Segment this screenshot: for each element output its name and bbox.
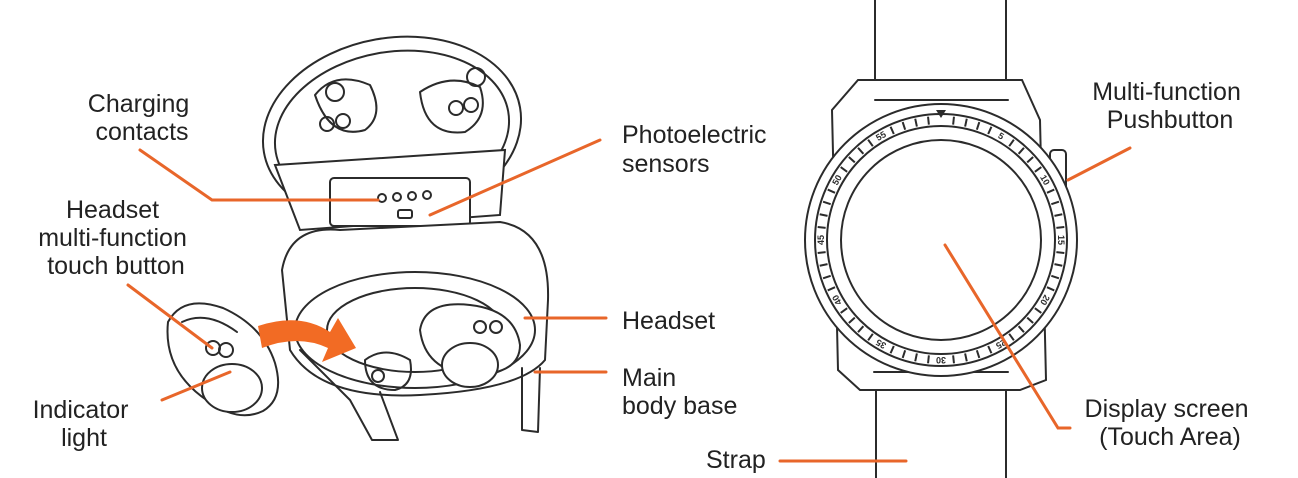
bezel-number: 35 bbox=[874, 337, 888, 351]
label-photoelectric-sensors: Photoelectric sensors bbox=[622, 121, 773, 178]
label-indicator-light: Indicator light bbox=[33, 396, 136, 452]
bezel-number: 20 bbox=[1038, 293, 1052, 307]
bezel-tick bbox=[867, 139, 874, 147]
bezel-tick bbox=[1056, 251, 1065, 254]
bezel-tick bbox=[1046, 286, 1055, 292]
label-strap: Strap bbox=[706, 446, 766, 474]
bezel-tick bbox=[1056, 226, 1065, 229]
bezel-tick bbox=[1034, 307, 1042, 314]
bezel-triangle-icon bbox=[936, 110, 946, 118]
bezel-tick bbox=[1008, 333, 1015, 341]
leader-lines bbox=[126, 138, 1132, 463]
label-headset: Headset bbox=[622, 307, 715, 335]
bezel-tick bbox=[817, 226, 826, 229]
bezel-tick bbox=[964, 353, 968, 362]
bezel-tick bbox=[1034, 166, 1042, 173]
bezel-number: 45 bbox=[816, 235, 826, 245]
bezel-number: 40 bbox=[830, 293, 844, 307]
bezel-tick bbox=[914, 118, 918, 127]
bezel-tick bbox=[1051, 274, 1060, 280]
bezel-tick bbox=[987, 345, 993, 354]
bezel-tick bbox=[1054, 263, 1063, 267]
bezel-tick bbox=[867, 333, 874, 341]
leader-charging-contacts bbox=[138, 148, 380, 202]
bezel-tick bbox=[1046, 188, 1055, 194]
bezel-tick bbox=[1008, 139, 1015, 147]
bezel-tick bbox=[975, 350, 981, 359]
bezel-tick bbox=[827, 188, 836, 194]
bezel-tick bbox=[857, 147, 865, 155]
bezel-tick bbox=[889, 126, 895, 135]
bezel-tick bbox=[927, 116, 930, 125]
bezel-tick bbox=[840, 307, 848, 314]
label-main-body-base: Main body base bbox=[622, 364, 737, 420]
bezel-tick bbox=[822, 274, 831, 280]
loose-earbud-illustration bbox=[166, 302, 279, 417]
bezel-tick bbox=[914, 353, 918, 362]
bezel-number: 30 bbox=[936, 355, 946, 365]
bezel-tick bbox=[901, 350, 907, 359]
bezel-number: 10 bbox=[1038, 173, 1052, 187]
bezel-number: 50 bbox=[830, 173, 844, 187]
bezel-tick bbox=[901, 121, 907, 130]
label-headset-touch-button: Headset multi-function touch button bbox=[38, 196, 194, 280]
leader-indicator-light bbox=[160, 370, 232, 402]
bezel-tick bbox=[840, 166, 848, 173]
insert-arrow-icon bbox=[258, 318, 356, 362]
bezel-tick bbox=[952, 355, 955, 364]
bezel-tick bbox=[1051, 200, 1060, 206]
leader-photoelectric-sensors bbox=[428, 138, 602, 217]
bezel-tick bbox=[819, 263, 828, 267]
bezel-tick bbox=[975, 121, 981, 130]
bezel-tick bbox=[848, 156, 856, 164]
bezel-tick bbox=[822, 200, 831, 206]
bezel-ticks bbox=[817, 116, 1065, 364]
leader-headset-touch-button bbox=[126, 283, 214, 350]
leader-pushbutton bbox=[1066, 146, 1132, 182]
bezel-tick bbox=[1026, 156, 1034, 164]
bezel-tick bbox=[927, 355, 930, 364]
bezel-tick bbox=[1017, 325, 1025, 333]
bezel-tick bbox=[952, 116, 955, 125]
bezel-tick bbox=[827, 286, 836, 292]
bezel-number: 5 bbox=[996, 130, 1005, 141]
bezel-tick bbox=[857, 325, 865, 333]
open-watch-case-illustration bbox=[261, 35, 550, 441]
leader-display-screen bbox=[943, 243, 1072, 430]
bezel-tick bbox=[889, 345, 895, 354]
bezel-tick bbox=[964, 118, 968, 127]
bezel-tick bbox=[819, 213, 828, 217]
bezel-tick bbox=[1026, 316, 1034, 324]
label-multi-function-pushbutton: Multi-function Pushbutton bbox=[1092, 78, 1248, 134]
bezel-number: 55 bbox=[874, 129, 888, 143]
label-display-screen: Display screen (Touch Area) bbox=[1085, 395, 1256, 451]
bezel-tick bbox=[817, 251, 826, 254]
label-charging-contacts: Charging contacts bbox=[88, 90, 196, 146]
bezel-tick bbox=[987, 126, 993, 135]
bezel-tick bbox=[848, 316, 856, 324]
bezel-tick bbox=[1054, 213, 1063, 217]
bezel-number: 15 bbox=[1056, 235, 1066, 245]
bezel-tick bbox=[1017, 147, 1025, 155]
